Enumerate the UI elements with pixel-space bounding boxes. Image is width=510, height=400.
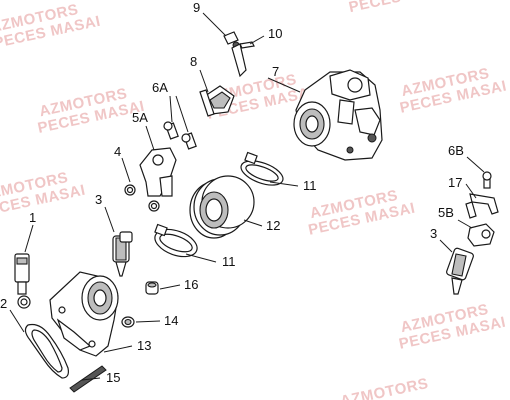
label-part-5a: 5A — [132, 110, 148, 125]
label-part-2: 2 — [0, 296, 7, 311]
bracket-part-10 — [231, 41, 255, 78]
intake-manifold-part-13 — [49, 271, 119, 357]
clamp-part-11-top — [240, 151, 284, 186]
bracket-part-17 — [465, 193, 499, 219]
label-part-6b: 6B — [448, 143, 464, 158]
label-part-3: 3 — [95, 192, 102, 207]
label-part-3-right: 3 — [430, 226, 437, 241]
sensor-part-1 — [14, 253, 31, 309]
label-part-14: 14 — [164, 313, 178, 328]
watermark-line2: PECES MASAI — [347, 0, 457, 16]
label-part-1: 1 — [29, 210, 36, 225]
label-part-8: 8 — [190, 54, 197, 69]
injector-part-3-right — [446, 247, 474, 295]
label-part-12: 12 — [266, 218, 280, 233]
injector-holder-part-5a — [139, 147, 177, 197]
label-part-11-top: 11 — [303, 178, 317, 193]
injector-part-3-left — [112, 231, 133, 277]
screw-part-6b — [482, 171, 492, 189]
leader-lines — [9, 12, 485, 381]
boot-part-12 — [189, 175, 255, 239]
injector-cap-part-5b — [467, 223, 495, 247]
watermark-line1: AZMOTORS — [339, 375, 430, 400]
label-part-10: 10 — [268, 26, 282, 41]
throttle-body-part-7 — [293, 69, 383, 161]
label-part-13: 13 — [137, 338, 151, 353]
label-part-9: 9 — [193, 0, 200, 15]
screw-part-9 — [223, 31, 240, 49]
washers-part-4 — [124, 184, 160, 212]
label-part-16: 16 — [184, 277, 198, 292]
clamp-part-11-bottom — [154, 223, 198, 258]
label-part-6a: 6A — [152, 80, 168, 95]
label-part-17: 17 — [448, 175, 462, 190]
label-part-5b: 5B — [438, 205, 454, 220]
part-labels: 1 2 3 3 4 5A 5B 6A 6B 7 8 9 10 11 11 12 … — [0, 0, 464, 385]
label-part-15: 15 — [106, 370, 120, 385]
screws-part-6a — [163, 121, 197, 150]
label-part-4: 4 — [114, 144, 121, 159]
label-part-7: 7 — [272, 64, 279, 79]
oring-part-2 — [24, 323, 69, 379]
label-part-11-bottom: 11 — [222, 254, 236, 269]
cap-part-16 — [145, 281, 159, 295]
cap-part-14 — [121, 316, 135, 328]
sensor-part-8 — [199, 85, 235, 117]
